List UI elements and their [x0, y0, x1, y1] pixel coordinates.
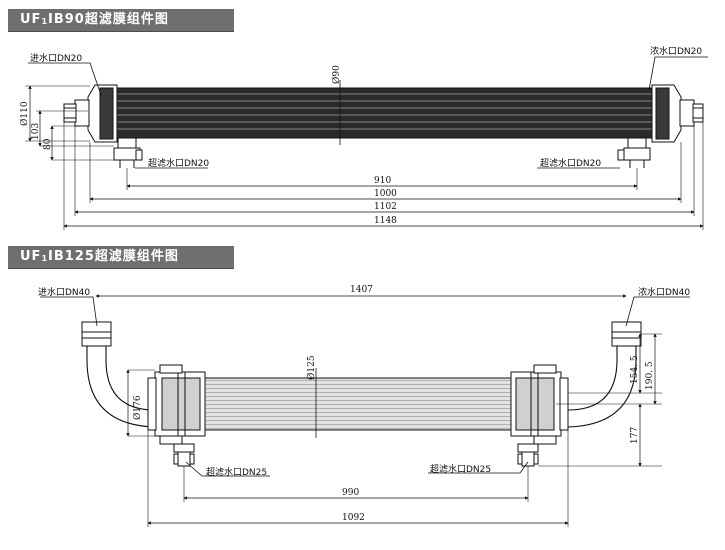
dim-1102: 1102 — [374, 202, 397, 212]
dim-1000: 1000 — [374, 189, 397, 199]
concentrate-label-125: 浓水口DN40 — [638, 286, 690, 298]
dim-910: 910 — [374, 176, 391, 186]
left-end-housing-125 — [147, 364, 206, 445]
section2-title: UF1IB125超滤膜组件图 — [20, 249, 179, 264]
module-90-drawing — [25, 56, 708, 230]
permeate-left-label-125: 超滤水口DN25 — [206, 466, 267, 478]
inlet-label-125: 进水口DN40 — [38, 286, 90, 298]
membrane-tube-125 — [204, 368, 512, 438]
permeate-port-left-125 — [173, 443, 195, 467]
concentrate-label-90: 浓水口DN20 — [650, 45, 702, 57]
dim-990: 990 — [342, 488, 359, 498]
section1-title: UF1IB90超滤膜组件图 — [20, 12, 169, 27]
left-end-cap-90 — [63, 84, 118, 143]
dim-103: 103 — [31, 123, 41, 140]
right-end-housing-125 — [510, 364, 569, 445]
module-125-drawing — [40, 294, 690, 527]
dim-110: Ø110 — [19, 101, 30, 126]
permeate-right-label-90: 超滤水口DN20 — [540, 157, 601, 169]
permeate-right-label-125: 超滤水口DN25 — [430, 463, 491, 475]
right-end-cap-90 — [651, 84, 704, 143]
diameter-label-90: Ø90 — [331, 65, 342, 84]
left-u-pipe — [81, 321, 156, 428]
inlet-label-90: 进水口DN20 — [30, 52, 82, 64]
permeate-left-label-90: 超滤水口DN20 — [148, 157, 209, 169]
permeate-port-right-125 — [517, 443, 539, 467]
section1-title-bar: UF1IB90超滤膜组件图 — [8, 9, 234, 32]
dim-177: 177 — [630, 427, 640, 444]
dim-154-5: 154. 5 — [630, 355, 640, 384]
dim-80: 80 — [43, 138, 53, 150]
section2-title-bar: UF1IB125超滤膜组件图 — [8, 246, 234, 269]
diameter-label-125: Ø125 — [306, 355, 317, 380]
dim-1148: 1148 — [374, 216, 397, 226]
dim-1407: 1407 — [350, 285, 373, 295]
permeate-port-left-90 — [113, 137, 143, 168]
dim-1092: 1092 — [342, 513, 365, 523]
membrane-tube-90 — [116, 80, 653, 145]
dim-176: Ø176 — [132, 395, 143, 420]
dim-190-5: 190. 5 — [645, 361, 655, 390]
permeate-port-right-90 — [617, 137, 651, 168]
